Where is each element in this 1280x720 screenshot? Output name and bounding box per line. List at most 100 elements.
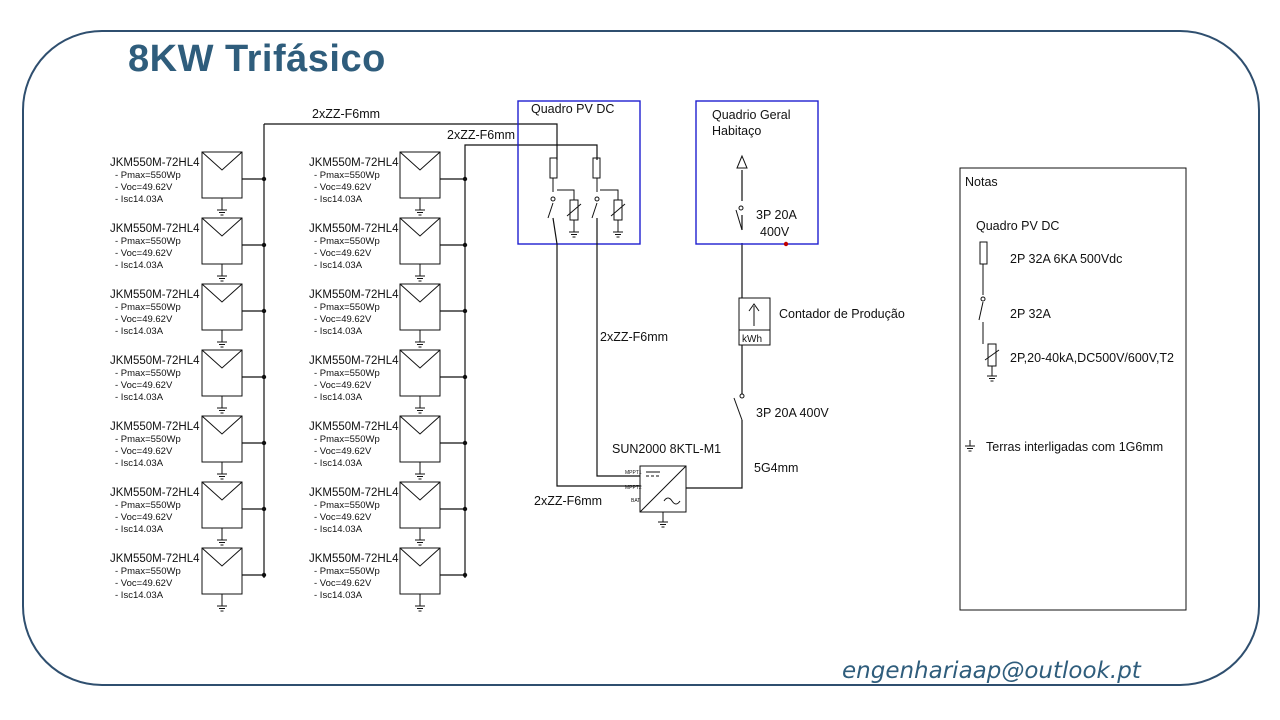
pv-module: JKM550M-72HL4- Pmax=550Wp- Voc=49.62V- I… <box>110 547 267 612</box>
module-isc: - Isc14.03A <box>314 392 363 403</box>
inverter-port-mppt2: MPPT2 <box>625 485 642 491</box>
inverter-port-bat: BAT <box>631 498 640 504</box>
main-breaker-label-line2: 400V <box>760 225 790 239</box>
pv-panel-icon <box>201 415 243 463</box>
module-model: JKM550M-72HL4 <box>110 223 200 235</box>
module-pmax: - Pmax=550Wp <box>314 236 380 247</box>
pv-module: JKM550M-72HL4- Pmax=550Wp- Voc=49.62V- I… <box>309 481 468 546</box>
notes-header: Notas <box>965 175 998 189</box>
pv-module: JKM550M-72HL4- Pmax=550Wp- Voc=49.62V- I… <box>309 151 468 216</box>
module-isc: - Isc14.03A <box>115 590 164 601</box>
module-isc: - Isc14.03A <box>314 326 363 337</box>
ground-icon <box>414 401 426 414</box>
pv-module: JKM550M-72HL4- Pmax=550Wp- Voc=49.62V- I… <box>110 349 267 414</box>
module-model: JKM550M-72HL4 <box>309 355 399 367</box>
module-model: JKM550M-72HL4 <box>309 289 399 301</box>
module-voc: - Voc=49.62V <box>314 380 372 391</box>
cable-label-string1: 2xZZ-F6mm <box>312 107 380 121</box>
module-voc: - Voc=49.62V <box>115 314 173 325</box>
cable-label-string2: 2xZZ-F6mm <box>447 128 515 142</box>
pv-panel-icon <box>399 283 441 331</box>
module-pmax: - Pmax=550Wp <box>314 368 380 379</box>
pv-module: JKM550M-72HL4- Pmax=550Wp- Voc=49.62V- I… <box>110 283 267 348</box>
pv-module: JKM550M-72HL4- Pmax=550Wp- Voc=49.62V- I… <box>110 415 267 480</box>
module-isc: - Isc14.03A <box>115 326 164 337</box>
module-isc: - Isc14.03A <box>314 260 363 271</box>
module-model: JKM550M-72HL4 <box>110 157 200 169</box>
quadro-geral-label-line1: Quadrio Geral <box>712 108 791 122</box>
module-pmax: - Pmax=550Wp <box>115 170 181 181</box>
ground-icon <box>216 335 228 348</box>
pv-module: JKM550M-72HL4- Pmax=550Wp- Voc=49.62V- I… <box>110 151 267 216</box>
ground-icon <box>216 467 228 480</box>
module-isc: - Isc14.03A <box>115 392 164 403</box>
module-pmax: - Pmax=550Wp <box>115 500 181 511</box>
module-pmax: - Pmax=550Wp <box>115 566 181 577</box>
module-model: JKM550M-72HL4 <box>309 487 399 499</box>
pv-panel-icon <box>399 415 441 463</box>
pv-module: JKM550M-72HL4- Pmax=550Wp- Voc=49.62V- I… <box>309 415 468 480</box>
ground-icon <box>414 203 426 216</box>
module-isc: - Isc14.03A <box>314 590 363 601</box>
module-voc: - Voc=49.62V <box>314 182 372 193</box>
grid-supply-arrow-icon <box>736 154 748 169</box>
ground-icon <box>216 269 228 282</box>
main-breaker-label-line1: 3P 20A <box>756 208 797 222</box>
pv-panel-icon <box>399 151 441 199</box>
dc-protection <box>547 157 626 226</box>
module-voc: - Voc=49.62V <box>115 248 173 259</box>
pv-module: JKM550M-72HL4- Pmax=550Wp- Voc=49.62V- I… <box>309 217 468 282</box>
inverter-port-mppt1: MPPT1 <box>625 470 642 476</box>
ground-icon <box>216 203 228 216</box>
pv-module: JKM550M-72HL4- Pmax=550Wp- Voc=49.62V- I… <box>309 547 468 612</box>
ground-icon <box>414 599 426 612</box>
ground-icon <box>414 467 426 480</box>
module-voc: - Voc=49.62V <box>314 314 372 325</box>
module-model: JKM550M-72HL4 <box>309 553 399 565</box>
notes-earth-text: Terras interligadas com 1G6mm <box>986 440 1163 454</box>
module-isc: - Isc14.03A <box>115 260 164 271</box>
module-pmax: - Pmax=550Wp <box>314 434 380 445</box>
module-pmax: - Pmax=550Wp <box>115 368 181 379</box>
quadro-geral-label-line2: Habitaço <box>712 124 761 138</box>
module-isc: - Isc14.03A <box>115 524 164 535</box>
module-voc: - Voc=49.62V <box>115 512 173 523</box>
module-isc: - Isc14.03A <box>314 458 363 469</box>
module-isc: - Isc14.03A <box>115 458 164 469</box>
pv-panel-icon <box>201 349 243 397</box>
pv-panel-icon <box>399 217 441 265</box>
pv-module: JKM550M-72HL4- Pmax=550Wp- Voc=49.62V- I… <box>309 283 468 348</box>
module-model: JKM550M-72HL4 <box>110 289 200 301</box>
pv-panel-icon <box>399 349 441 397</box>
module-voc: - Voc=49.62V <box>314 248 372 259</box>
pv-panel-icon <box>201 547 243 595</box>
module-isc: - Isc14.03A <box>314 524 363 535</box>
notes-panel <box>959 167 1187 611</box>
cable-label-bottom: 2xZZ-F6mm <box>534 494 602 508</box>
module-model: JKM550M-72HL4 <box>110 355 200 367</box>
page-title: 8KW Trifásico <box>128 38 386 80</box>
pv-module: JKM550M-72HL4- Pmax=550Wp- Voc=49.62V- I… <box>309 349 468 414</box>
notes-spd-text: 2P,20-40kA,DC500V/600V,T2 <box>1010 351 1174 365</box>
pv-panel-icon <box>201 481 243 529</box>
cable-label-dc-to-inverter: 2xZZ-F6mm <box>600 330 668 344</box>
meter-label: Contador de Produção <box>779 307 905 321</box>
quadro-geral-box <box>695 100 819 245</box>
quadro-pv-dc-box <box>517 100 641 245</box>
ground-icon <box>216 401 228 414</box>
notes-symbols <box>978 241 1000 370</box>
inverter-side-breaker-label: 3P 20A 400V <box>756 406 829 420</box>
module-voc: - Voc=49.62V <box>314 578 372 589</box>
module-pmax: - Pmax=550Wp <box>314 170 380 181</box>
module-pmax: - Pmax=550Wp <box>115 302 181 313</box>
inverter-symbol <box>639 465 687 516</box>
module-pmax: - Pmax=550Wp <box>314 566 380 577</box>
ground-icon <box>216 599 228 612</box>
footer-email: engenhariaap@outlook.pt <box>842 658 1141 684</box>
ac-cable-label: 5G4mm <box>754 461 798 475</box>
meter-unit: kWh <box>742 334 762 345</box>
ground-icon <box>414 335 426 348</box>
pv-modules: JKM550M-72HL4- Pmax=550Wp- Voc=49.62V- I… <box>110 151 468 612</box>
notes-fuse-text: 2P 32A 6KA 500Vdc <box>1010 252 1122 266</box>
module-voc: - Voc=49.62V <box>314 512 372 523</box>
